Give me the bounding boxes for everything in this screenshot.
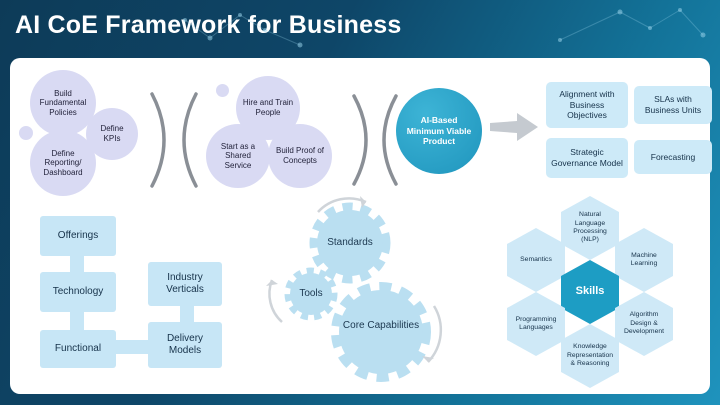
hex-machine-learning: Machine Learning (615, 228, 673, 292)
hex-label: Programming Languages (515, 315, 557, 331)
box-label: Functional (54, 343, 102, 354)
hex-knowledge-representation: Knowledge Representation & Reasoning (561, 324, 619, 388)
outcome-label: Forecasting (650, 151, 696, 162)
box-industry-verticals: Industry Verticals (148, 262, 222, 306)
box-label: Delivery Models (166, 333, 204, 356)
hex-label: Skills (575, 285, 605, 298)
gear-label-standards: Standards (327, 237, 373, 248)
hex-label: Algorithm Design & Development (623, 311, 665, 336)
outcome-label: SLAs with Business Units (644, 94, 702, 115)
hex-skills-center: Skills (561, 260, 619, 324)
connector (180, 306, 194, 322)
gear-label-tools: Tools (299, 288, 323, 299)
hex-algorithm-design: Algorithm Design & Development (615, 292, 673, 356)
box-delivery-models: Delivery Models (148, 322, 222, 368)
box-offerings: Offerings (40, 216, 116, 256)
bubble-define-kpis: Define KPIs (86, 108, 138, 160)
hex-label: Semantics (520, 255, 552, 263)
outcome-label: Alignment with Business Objectives (559, 89, 615, 121)
outcome-governance: Strategic Governance Model (546, 138, 628, 178)
hex-nlp: Natural Language Processing (NLP) (561, 196, 619, 260)
connector (70, 312, 84, 330)
hex-label: Natural Language Processing (NLP) (573, 211, 607, 244)
hex-semantics: Semantics (507, 228, 565, 292)
outcome-label: Strategic Governance Model (551, 147, 623, 168)
hex-programming-languages: Programming Languages (507, 292, 565, 356)
bubble-label: Build Fundamental Policies (39, 88, 87, 117)
box-label: Industry Verticals (166, 272, 204, 295)
bubble-label: Define Reporting/ Dashboard (43, 148, 83, 177)
bubble-proof-of-concepts: Build Proof of Concepts (268, 124, 332, 188)
box-technology: Technology (40, 272, 116, 312)
outcome-slas: SLAs with Business Units (634, 86, 712, 124)
connector (116, 340, 148, 354)
hex-label: Machine Learning (630, 251, 658, 267)
mvp-label: AI-Based Minimum Viable Product (406, 115, 472, 147)
box-label: Technology (52, 286, 104, 297)
box-functional: Functional (40, 330, 116, 368)
outcome-forecasting: Forecasting (634, 140, 712, 174)
bubble-shared-service: Start as a Shared Service (206, 124, 270, 188)
bubble-label: Hire and Train People (242, 98, 294, 117)
bubble-label: Define KPIs (100, 124, 124, 143)
bubble-label: Build Proof of Concepts (275, 146, 325, 165)
bubble-label: Start as a Shared Service (220, 141, 256, 170)
box-label: Offerings (57, 230, 99, 241)
decorative-dot (216, 84, 229, 97)
decorative-dot (19, 126, 33, 140)
bubble-build-policies: Build Fundamental Policies (30, 70, 96, 136)
outcome-alignment: Alignment with Business Objectives (546, 82, 628, 128)
gear-label-core-capabilities: Core Capabilities (342, 320, 420, 331)
hex-label: Knowledge Representation & Reasoning (566, 343, 614, 368)
connector (70, 256, 84, 272)
mvp-circle: AI-Based Minimum Viable Product (396, 88, 482, 174)
page-title: AI CoE Framework for Business (15, 11, 402, 39)
bubble-define-reporting: Define Reporting/ Dashboard (30, 130, 96, 196)
